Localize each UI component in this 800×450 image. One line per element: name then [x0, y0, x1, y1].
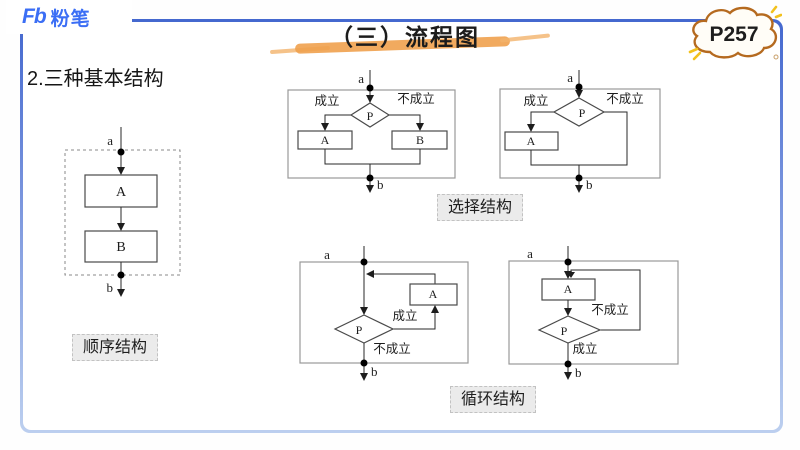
entry-label: a: [527, 246, 533, 261]
condition-label: P: [579, 106, 586, 120]
no-branch-label: 不成立: [373, 341, 411, 356]
entry-label: a: [567, 70, 573, 85]
entry-label: a: [358, 71, 364, 86]
exit-label: b: [377, 177, 384, 192]
entry-node: [575, 83, 583, 91]
loop-structure-diagram-2: a A 不成立 P 成立 b: [508, 246, 679, 380]
exit-node: [575, 174, 583, 182]
condition-label: P: [561, 324, 568, 338]
section-title: （三）流程图: [269, 18, 551, 58]
sequence-structure-diagram: a A B b: [64, 127, 181, 297]
process-b-label: B: [416, 133, 424, 147]
page-number-text: P257: [709, 23, 758, 46]
fenbi-logo-icon: Fb: [22, 5, 47, 28]
cloud-shape: [692, 6, 778, 59]
caption-sequence: 顺序结构: [72, 334, 159, 361]
process-a-label: A: [116, 185, 127, 200]
page-number-badge: P257: [686, 4, 783, 66]
process-a-label: A: [429, 287, 438, 301]
entry-node: [564, 258, 572, 266]
exit-label: b: [586, 177, 593, 192]
no-branch-label: 不成立: [397, 91, 435, 106]
block-boundary: [508, 260, 679, 365]
yes-branch-label: 成立: [523, 93, 548, 108]
process-a-label: A: [527, 134, 536, 148]
condition-label: P: [356, 323, 363, 337]
decision-diamond: [349, 102, 391, 128]
yes-branch-label: 成立: [572, 341, 597, 356]
condition-label: P: [367, 109, 374, 123]
exit-label: b: [575, 365, 582, 380]
slide-heading: 2.三种基本结构: [27, 68, 164, 90]
caption-loop: 循环结构: [450, 386, 537, 413]
caption-selection: 选择结构: [437, 194, 524, 221]
selection-structure-diagram-2: a P 成立 不成立 A b: [499, 70, 661, 193]
no-branch-label: 不成立: [606, 91, 644, 106]
sparkle-icon: [688, 5, 783, 61]
entry-label: a: [324, 247, 330, 262]
block-boundary: [299, 261, 469, 364]
entry-node: [117, 148, 125, 156]
process-a-label: A: [321, 133, 330, 147]
process-box-a: [409, 283, 458, 306]
exit-node: [366, 174, 374, 182]
entry-label: a: [107, 133, 113, 148]
decision-diamond: [537, 315, 602, 344]
exit-node: [564, 360, 572, 368]
entry-node: [360, 258, 368, 266]
process-box-a: [84, 174, 158, 208]
dot-decoration: [773, 54, 779, 60]
process-a-label: A: [564, 282, 573, 296]
loop-structure-diagram-1: a A 成立 P 不成立 b: [299, 246, 469, 381]
section-title-text: （三）流程图: [330, 25, 480, 50]
fenbi-logo: Fb 粉笔: [6, 0, 132, 34]
decision-diamond: [333, 314, 395, 344]
process-b-label: B: [116, 240, 125, 255]
exit-node: [117, 271, 125, 279]
no-branch-label: 不成立: [591, 302, 629, 317]
entry-node: [366, 84, 374, 92]
selection-structure-diagram-1: a P 成立 不成立 A B b: [287, 70, 456, 193]
exit-label: b: [107, 280, 114, 295]
decision-diamond: [552, 97, 606, 127]
yes-branch-label: 成立: [314, 93, 339, 108]
exit-label: b: [371, 364, 378, 379]
exit-node: [360, 359, 368, 367]
fenbi-logo-text: 粉笔: [50, 8, 91, 30]
yes-branch-label: 成立: [392, 308, 417, 323]
